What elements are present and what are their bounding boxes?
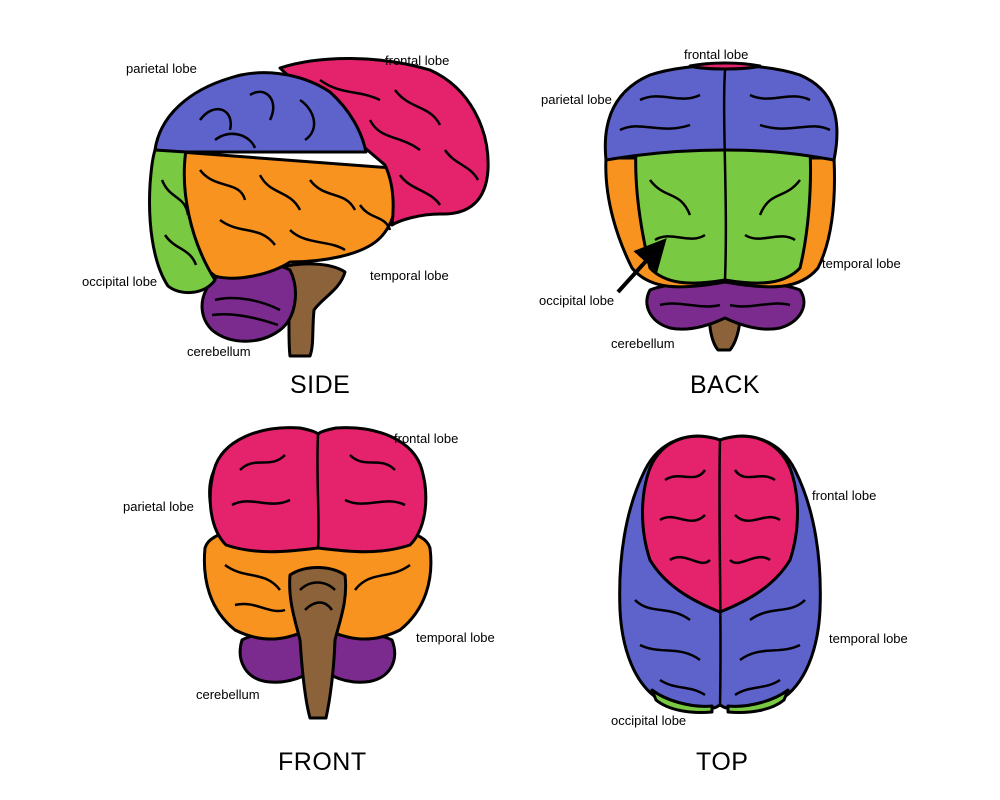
back-label-temporal: temporal lobe [822,256,901,271]
top-occipital [650,688,790,714]
side-label-cerebellum: cerebellum [187,344,251,359]
side-label-parietal: parietal lobe [126,61,197,76]
top-label-occipital: occipital lobe [611,713,687,728]
front-label-cerebellum: cerebellum [196,687,260,702]
side-label-frontal: frontal lobe [385,53,450,68]
back-parietal [603,63,839,162]
side-temporal [176,150,399,280]
front-caption: FRONT [278,748,367,776]
front-view [202,426,433,720]
top-label-frontal: frontal lobe [812,488,877,503]
front-brainstem [288,566,348,720]
back-label-frontal: frontal lobe [684,47,749,62]
front-label-frontal: frontal lobe [394,431,459,446]
side-label-occipital: occipital lobe [82,274,158,289]
front-label-parietal: parietal lobe [123,499,194,514]
side-view [148,57,490,358]
back-label-parietal: parietal lobe [541,92,612,107]
back-occipital [634,146,813,285]
top-view [618,434,822,714]
top-label-temporal: temporal lobe [829,631,908,646]
front-label-temporal: temporal lobe [416,630,495,645]
back-view [603,61,839,352]
back-label-cerebellum: cerebellum [611,336,675,351]
back-occipital-arrow [616,238,667,294]
side-caption: SIDE [290,371,351,399]
top-caption: TOP [696,748,749,776]
back-caption: BACK [690,371,761,399]
side-label-temporal: temporal lobe [370,268,449,283]
back-frontal [688,61,762,71]
back-label-occipital: occipital lobe [539,293,615,308]
